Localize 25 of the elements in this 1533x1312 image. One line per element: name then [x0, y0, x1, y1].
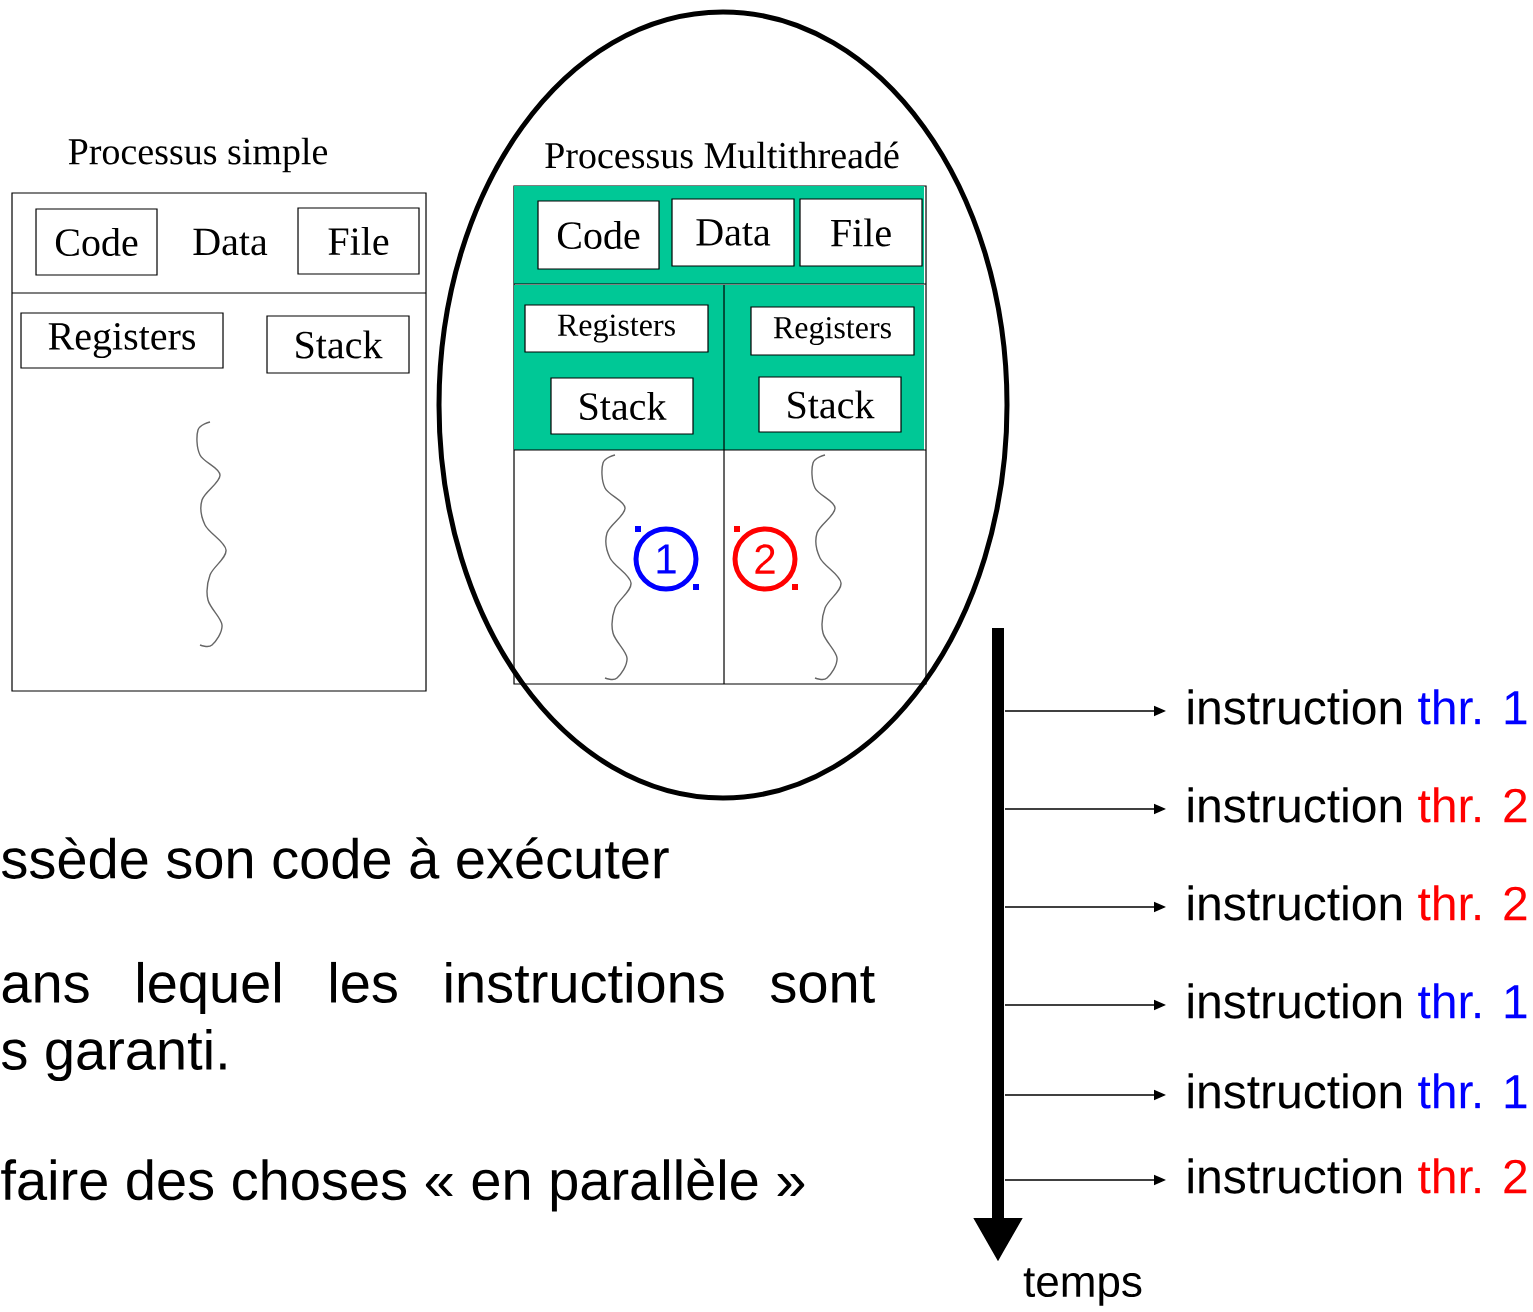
instruction-label: instruction thr. 2 — [1188, 787, 1527, 823]
bullet-text: ans lequel les instructions sont — [2, 961, 875, 1015]
label-box: File — [297, 207, 420, 275]
instruction-label: instruction thr. 2 — [1188, 885, 1527, 921]
bullet-text: s garanti. — [1, 1028, 226, 1082]
instruction-label: instruction thr. 1 — [1188, 983, 1527, 1019]
label-box: Registers — [524, 304, 709, 353]
box-label: Data — [193, 228, 268, 256]
node-label: Processus Multithreadé — [545, 141, 899, 169]
label-box: Registers — [20, 312, 224, 369]
label-box: Stack — [266, 315, 410, 374]
label-box: Code — [35, 208, 158, 276]
bullet-text: ssède son code à exécuter — [1, 837, 669, 879]
instruction-label: instruction thr. 2 — [1188, 1158, 1527, 1194]
bullet-text: faire des choses « en parallèle » — [1, 1158, 805, 1212]
label-box: Stack — [550, 377, 694, 435]
label-box: Stack — [758, 376, 902, 433]
node-label: Processus simple — [68, 137, 328, 173]
instruction-label: instruction thr. 1 — [1188, 1073, 1527, 1109]
instruction-label: instruction thr. 1 — [1188, 689, 1527, 725]
axis-label: temps — [1023, 1268, 1142, 1306]
label-box: Code — [537, 200, 660, 270]
label-box: Registers — [750, 306, 915, 356]
label-box: File — [799, 198, 923, 267]
label-box: Data — [671, 198, 795, 267]
